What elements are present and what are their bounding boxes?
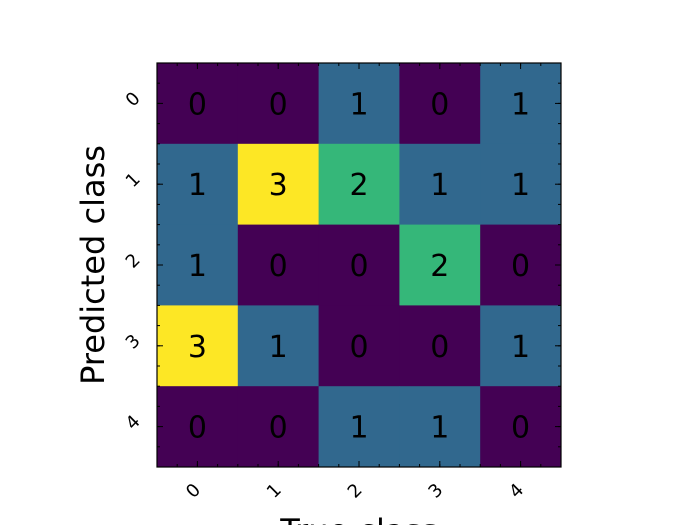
heatmap-cell-r0-c0 bbox=[157, 63, 239, 145]
cell-value-r0-c0: 0 bbox=[188, 87, 207, 122]
heatmap-cells bbox=[157, 63, 562, 468]
heatmap-cell-r1-c0 bbox=[157, 143, 239, 226]
axis-ticks bbox=[156, 62, 562, 468]
cell-value-r3-c2: 0 bbox=[349, 330, 368, 365]
heatmap-cell-r2-c1 bbox=[237, 224, 320, 306]
heatmap-cell-r4-c4 bbox=[480, 386, 562, 468]
cell-value-r3-c4: 1 bbox=[511, 330, 530, 365]
heatmap-cell-labels: 0 0 1 0 1 1 3 2 1 1 1 0 0 2 0 3 1 0 0 1 0 0 1 1 0 bbox=[188, 87, 530, 445]
cell-value-r2-c0: 1 bbox=[188, 249, 207, 284]
cell-value-r4-c2: 1 bbox=[349, 411, 368, 446]
heatmap-cell-r3-c4 bbox=[480, 305, 562, 387]
cell-value-r1-c4: 1 bbox=[511, 168, 530, 203]
heatmap-cell-r4-c3 bbox=[399, 386, 481, 468]
heatmap-cell-r1-c4 bbox=[480, 143, 562, 226]
heatmap-cell-r0-c4 bbox=[480, 63, 562, 145]
cell-value-r0-c3: 0 bbox=[430, 87, 449, 122]
y-tick-label: 2 bbox=[122, 250, 145, 273]
cell-value-r1-c0: 1 bbox=[188, 168, 207, 203]
cell-value-r4-c3: 1 bbox=[430, 411, 449, 446]
cell-value-r3-c1: 1 bbox=[269, 330, 288, 365]
heatmap-cell-r4-c2 bbox=[318, 386, 400, 468]
heatmap-cell-r3-c1 bbox=[237, 305, 320, 387]
y-tick-labels: 0 1 2 3 4 bbox=[122, 88, 145, 434]
heatmap-cell-r1-c3 bbox=[399, 143, 481, 226]
heatmap-cell-r0-c1 bbox=[237, 63, 320, 145]
cell-value-r2-c4: 0 bbox=[511, 249, 530, 284]
cell-value-r0-c4: 1 bbox=[511, 87, 530, 122]
x-axis-label: True class bbox=[279, 512, 438, 525]
cell-value-r2-c3: 2 bbox=[430, 249, 449, 284]
cell-value-r1-c2: 2 bbox=[349, 168, 368, 203]
heatmap-cell-r3-c3 bbox=[399, 305, 481, 387]
x-tick-label: 3 bbox=[424, 480, 447, 503]
y-axis-label: Predicted class bbox=[74, 145, 112, 385]
y-tick-label: 4 bbox=[122, 411, 145, 434]
cell-value-r4-c4: 0 bbox=[511, 411, 530, 446]
y-tick-label: 0 bbox=[122, 88, 145, 111]
cell-value-r2-c1: 0 bbox=[269, 249, 288, 284]
x-tick-label: 1 bbox=[263, 480, 286, 503]
heatmap-cell-r2-c4 bbox=[480, 224, 562, 306]
cell-value-r4-c0: 0 bbox=[188, 411, 207, 446]
y-tick-label: 1 bbox=[122, 169, 145, 192]
cell-value-r4-c1: 0 bbox=[269, 411, 288, 446]
x-tick-labels: 0 1 2 3 4 bbox=[182, 480, 528, 503]
heatmap-cell-r2-c3 bbox=[399, 224, 481, 306]
heatmap-cell-r2-c0 bbox=[157, 224, 239, 306]
heatmap-cell-r4-c0 bbox=[157, 386, 239, 468]
x-tick-label: 2 bbox=[344, 480, 367, 503]
heatmap-cell-r3-c0 bbox=[157, 305, 239, 387]
cell-value-r1-c1: 3 bbox=[269, 168, 288, 203]
cell-value-r3-c0: 3 bbox=[188, 330, 207, 365]
cell-value-r1-c3: 1 bbox=[430, 168, 449, 203]
cell-value-r3-c3: 0 bbox=[430, 330, 449, 365]
heatmap-cell-r2-c2 bbox=[318, 224, 400, 306]
x-tick-label: 0 bbox=[182, 480, 205, 503]
heatmap-cell-r4-c1 bbox=[237, 386, 320, 468]
heatmap-cell-r1-c1 bbox=[237, 143, 320, 226]
cell-value-r0-c2: 1 bbox=[349, 87, 368, 122]
y-tick-label: 3 bbox=[122, 330, 145, 353]
heatmap-cell-r1-c2 bbox=[318, 143, 400, 226]
x-tick-label: 4 bbox=[505, 480, 528, 503]
cell-value-r0-c1: 0 bbox=[269, 87, 288, 122]
heatmap-cell-r0-c3 bbox=[399, 63, 481, 145]
heatmap-cell-r3-c2 bbox=[318, 305, 400, 387]
heatmap-cell-r0-c2 bbox=[318, 63, 400, 145]
cell-value-r2-c2: 0 bbox=[349, 249, 368, 284]
